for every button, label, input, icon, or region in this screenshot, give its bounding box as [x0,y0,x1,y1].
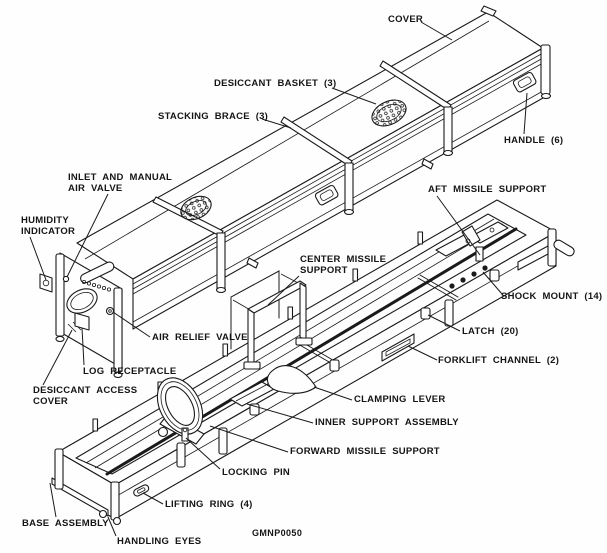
clamping-lever-shape [266,365,317,394]
shock-mount-shape [449,265,488,289]
latch-shape [249,269,500,416]
label-air-relief-valve: AIR RELIEF VALVE [152,332,248,343]
leader-forklift-channel [407,345,438,361]
leader-desiccant-access-cover [42,329,73,386]
label-forklift-channel: FORKLIFT CHANNEL (2) [438,355,560,366]
label-locking-pin: LOCKING PIN [222,467,291,478]
leader-clamping-lever [313,386,353,401]
leader-latch [427,314,461,332]
leader-lines [29,21,528,537]
leader-inner-support-assembly [246,403,314,424]
leader-lifting-ring [142,492,164,505]
leader-cover [420,21,453,41]
leader-locking-pin [185,437,221,470]
handling-eyes-shape [98,509,122,526]
cover-end-cap [39,252,123,379]
inlet-air-valve-shape [62,275,70,283]
forklift-channel-shape [381,245,549,362]
air-relief-valve-shape [105,306,115,316]
leader-forward-missile-support [209,425,289,453]
leader-shock-mount [482,271,503,295]
leader-air-relief-valve [112,311,151,338]
cover-corner-post [540,44,551,95]
stacking-brace-shape [280,116,355,216]
humidity-indicator-shape [39,273,53,293]
leader-log-receptacle [81,327,85,366]
locking-pin-shape [157,426,189,442]
leader-stacking-brace [261,118,292,129]
leader-humidity-indicator [29,236,47,281]
leader-inlet-valve [66,193,109,278]
label-lifting-ring: LIFTING RING (4) [165,499,253,510]
leader-desiccant-basket [331,87,377,105]
forward-missile-support-shape [156,377,205,445]
label-humidity-indicator: HUMIDITY INDICATOR [21,215,76,237]
label-cover: COVER [388,14,424,25]
label-stacking-brace: STACKING BRACE (3) [158,111,269,122]
label-handling-eyes: HANDLING EYES [117,536,202,547]
label-handle: HANDLE (6) [504,135,564,146]
leader-base-assembly [49,482,57,518]
leader-handling-eyes [107,516,117,537]
label-aft-missile-support: AFT MISSILE SUPPORT [428,184,547,195]
label-inlet-air-valve: INLET AND MANUAL AIR VALVE [68,172,173,194]
label-inner-support-assembly: INNER SUPPORT ASSEMBLY [315,417,459,428]
label-desiccant-basket: DESICCANT BASKET (3) [214,78,337,89]
stacking-brace-shape [379,60,454,157]
label-center-missile-support: CENTER MISSILE SUPPORT [300,254,387,276]
base-end-handle [553,239,575,257]
leader-handle [523,92,528,135]
log-receptacle-shape [74,312,90,331]
label-desiccant-access-cover: DESICCANT ACCESS COVER [33,385,138,407]
label-clamping-lever: CLAMPING LEVER [354,394,446,405]
cover-drawing [39,5,552,379]
label-shock-mount: SHOCK MOUNT (14) [501,291,603,302]
label-log-receptacle: LOG RECEPTACLE [83,366,177,377]
base-drawing [51,199,575,526]
lifting-ring-shape [133,484,150,497]
leader-center-missile-support [267,275,300,306]
cover-handle [314,184,339,206]
label-forward-missile-support: FORWARD MISSILE SUPPORT [290,446,440,457]
cover-handle [512,71,537,93]
label-base-assembly: BASE ASSEMBLY [22,518,109,529]
desiccant-basket-shape [180,195,212,221]
desiccant-basket-shape [371,99,407,127]
figure-code: GMNP0050 [252,528,303,538]
leader-aft-missile-support [436,195,481,256]
label-latch: LATCH (20) [462,326,519,337]
